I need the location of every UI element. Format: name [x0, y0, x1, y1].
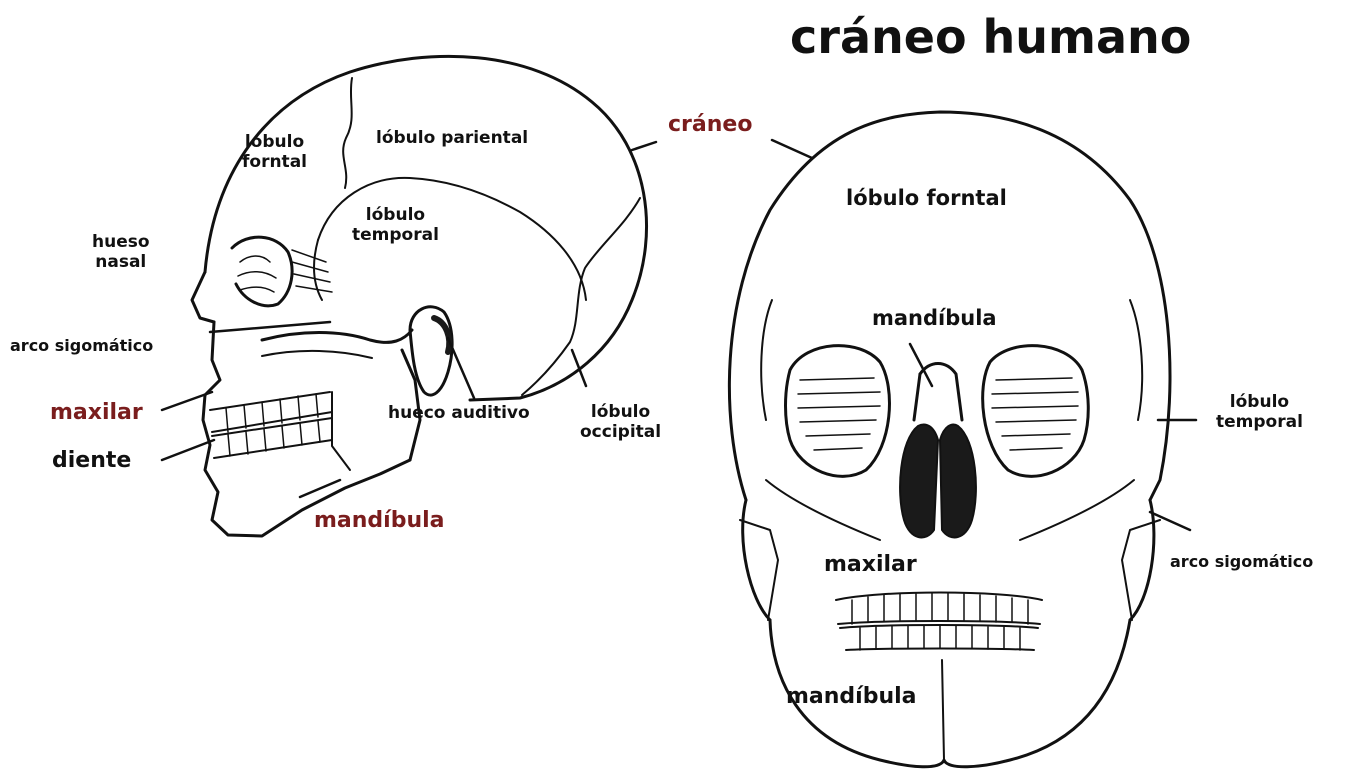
label-front-temporal-lobe: lóbulo temporal	[1216, 392, 1303, 433]
label-tooth: diente	[52, 448, 131, 474]
label-front-maxilla: maxilar	[824, 552, 917, 578]
label-nasal-bone: hueso nasal	[92, 232, 150, 273]
label-skull: cráneo	[668, 112, 752, 138]
label-lateral-frontal-lobe: lóbulo forntal	[242, 132, 307, 173]
label-lateral-parietal-lobe: lóbulo pariental	[376, 128, 528, 148]
label-front-zygomatic-arch: arco sigomático	[1170, 552, 1313, 571]
lateral-leader-lines	[162, 142, 656, 497]
label-ear-hole: hueco auditivo	[388, 403, 530, 423]
label-lateral-temporal-lobe: lóbulo temporal	[352, 205, 439, 246]
label-lateral-mandible: mandíbula	[314, 508, 445, 534]
diagram-title: cráneo humano	[790, 10, 1191, 64]
label-lateral-maxilla: maxilar	[50, 400, 143, 426]
label-lateral-zygomatic-arch: arco sigomático	[10, 336, 153, 355]
label-front-mandible-bottom: mandíbula	[786, 684, 917, 710]
label-front-mandible-top: mandíbula	[872, 306, 997, 331]
label-occipital-lobe: lóbulo occipital	[580, 402, 661, 443]
label-front-frontal-lobe: lóbulo forntal	[846, 186, 1007, 211]
